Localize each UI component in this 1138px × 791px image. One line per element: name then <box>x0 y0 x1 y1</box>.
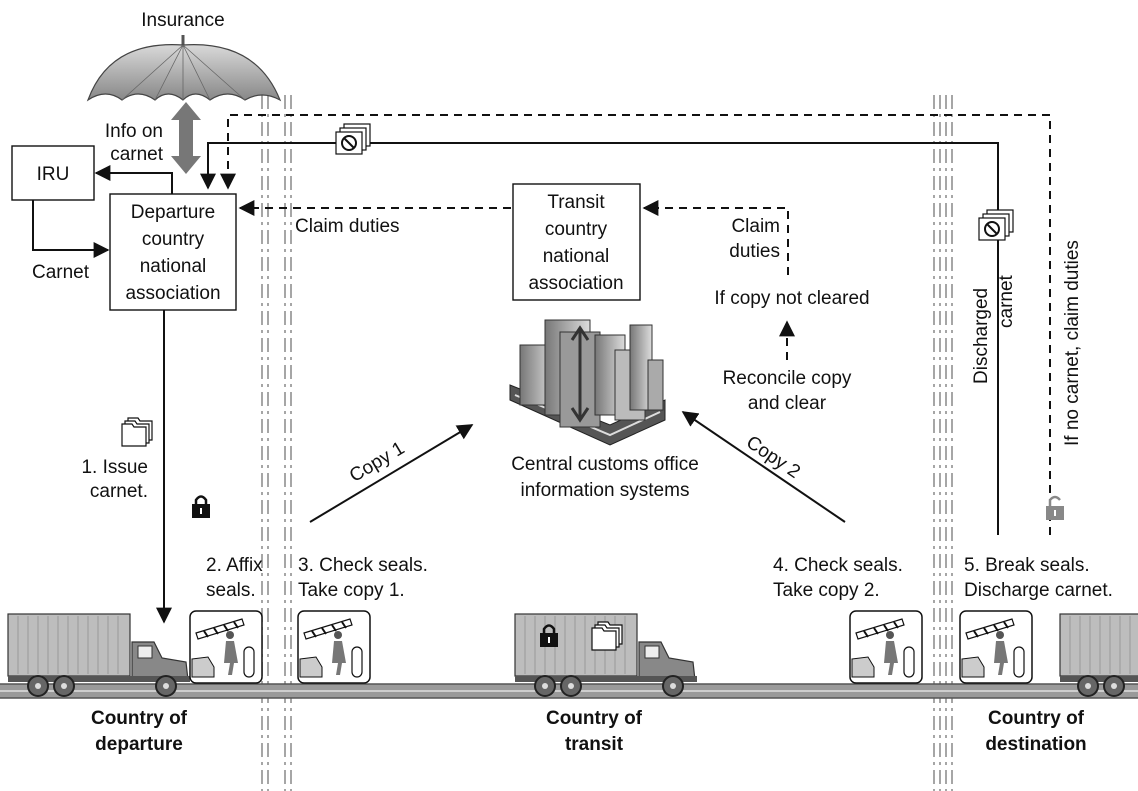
central-customs-line2: information systems <box>521 480 690 501</box>
central-customs-line1: Central customs office <box>511 454 699 475</box>
truck-icon <box>1059 613 1138 697</box>
padlock-icon <box>1046 495 1064 520</box>
step1-line1: 1. Issue <box>81 457 148 478</box>
insurance-label: Insurance <box>141 10 224 31</box>
info-to-iru-arrow <box>94 165 173 194</box>
info-on-carnet-line1: Info on <box>105 121 163 142</box>
border-crossing-icon <box>959 610 1033 684</box>
document-stack-icon <box>121 417 153 447</box>
cancelled-document-icon <box>335 123 371 155</box>
umbrella-icon <box>86 35 282 102</box>
claim-duties-left-label: Claim duties <box>295 216 400 237</box>
discharged-carnet-line2: carnet <box>996 274 1017 328</box>
copy1-arrow <box>309 424 474 523</box>
building-icon <box>509 319 666 446</box>
reconcile-line2: and clear <box>748 393 827 414</box>
step1-line2: carnet. <box>90 481 148 502</box>
step3-line2: Take copy 1. <box>298 580 405 601</box>
copy2-arrow <box>681 411 846 523</box>
discharged-carnet-line1: Discharged <box>971 288 992 384</box>
if-no-carnet-label: If no carnet, claim duties <box>1062 240 1083 446</box>
iru-box <box>11 145 95 201</box>
step4-line2: Take copy 2. <box>773 580 880 601</box>
step3-line1: 3. Check seals. <box>298 555 428 576</box>
if-copy-not-cleared-label: If copy not cleared <box>714 288 869 309</box>
carnet-to-departure-arrow <box>32 200 110 258</box>
carnet-label: Carnet <box>32 262 90 283</box>
transit-assoc-line3: national <box>543 246 610 267</box>
claim-duties-right-line1: Claim <box>731 216 780 237</box>
reconcile-line1: Reconcile copy <box>723 368 852 389</box>
insurance-double-arrow <box>171 102 201 174</box>
country-departure-line2: departure <box>95 734 183 755</box>
truck-icon <box>7 613 190 697</box>
departure-assoc-line3: national <box>140 256 207 277</box>
border-crossing-icon <box>189 610 263 684</box>
no-carnet-claim-line <box>220 114 1051 535</box>
step2-line2: seals. <box>206 580 256 601</box>
info-on-carnet-line2: carnet <box>110 144 164 165</box>
border-crossing-icon <box>297 610 371 684</box>
step2-line1: 2. Affix <box>206 555 263 576</box>
discharged-carnet-return-line <box>200 142 999 535</box>
country-departure-line1: Country of <box>91 708 188 729</box>
departure-assoc-line1: Departure <box>131 202 216 223</box>
transit-association-box <box>512 183 641 301</box>
country-destination-line1: Country of <box>988 708 1085 729</box>
border-crossing-icon <box>849 610 923 684</box>
step4-line1: 4. Check seals. <box>773 555 903 576</box>
padlock-icon <box>192 495 210 518</box>
iru-label: IRU <box>37 164 70 185</box>
departure-assoc-line2: country <box>142 229 205 250</box>
document-stack-icon <box>591 621 623 651</box>
border-lines <box>261 95 953 791</box>
claim-duties-right-line2: duties <box>729 241 780 262</box>
transit-assoc-line4: association <box>528 273 623 294</box>
country-transit-line1: Country of <box>546 708 643 729</box>
cancelled-document-icon <box>978 209 1014 241</box>
step5-line2: Discharge carnet. <box>964 580 1113 601</box>
padlock-icon <box>540 624 558 647</box>
transit-assoc-line1: Transit <box>547 192 605 213</box>
country-destination-line2: destination <box>985 734 1086 755</box>
step5-line1: 5. Break seals. <box>964 555 1090 576</box>
country-transit-line2: transit <box>565 734 624 755</box>
transit-assoc-line2: country <box>545 219 608 240</box>
departure-assoc-line4: association <box>125 283 220 304</box>
copy1-label: Copy 1 <box>346 438 408 487</box>
departure-association-box <box>109 193 237 311</box>
